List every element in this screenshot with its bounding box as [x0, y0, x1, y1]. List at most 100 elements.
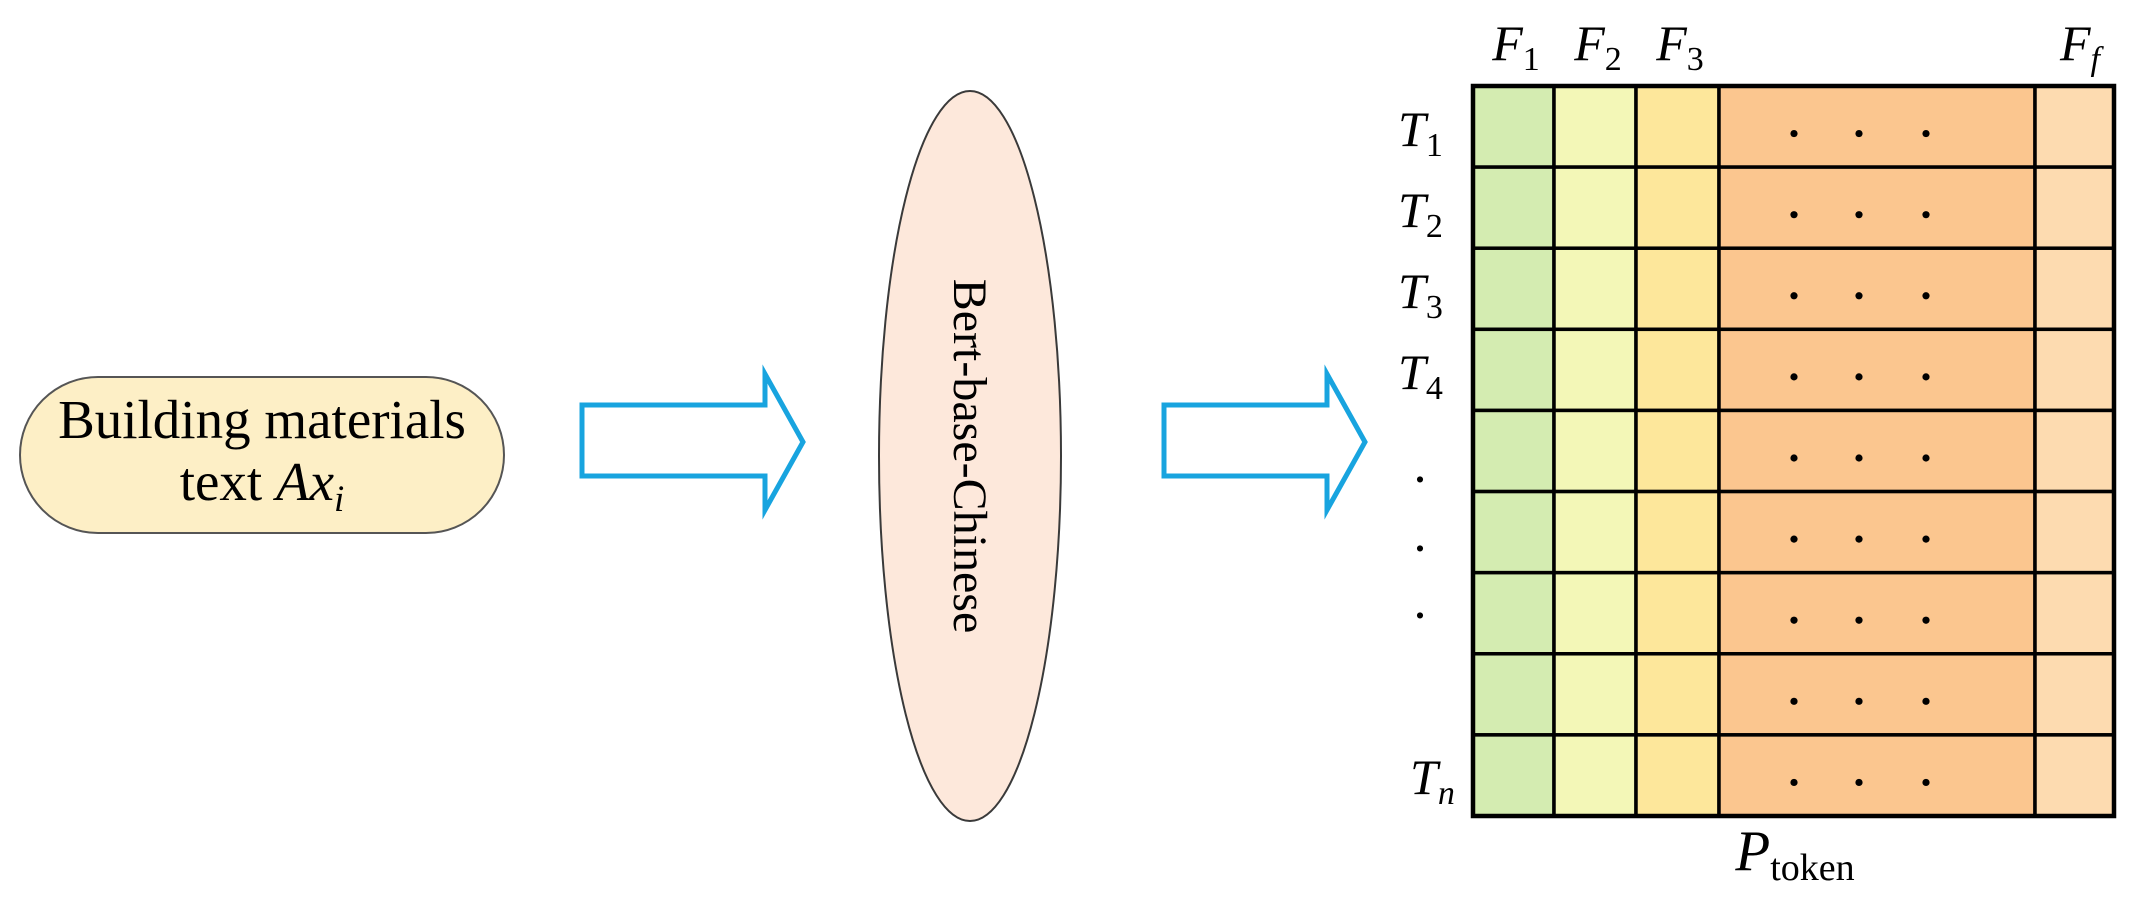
matrix-cell	[1471, 84, 1556, 169]
cell-ellipsis-dot	[1790, 292, 1798, 300]
row-label-symbol: T	[1410, 749, 1441, 805]
cell-ellipsis-dot	[1922, 616, 1930, 624]
row-label-tn: Tn	[1410, 749, 1455, 812]
matrix-cell	[2033, 84, 2116, 169]
matrix-cell	[1717, 489, 2037, 575]
cell-ellipsis-dot	[1790, 616, 1798, 624]
matrix-cell	[1634, 165, 1721, 250]
row-ellipsis-dot: .	[1414, 437, 1427, 494]
matrix-cell	[1552, 84, 1638, 169]
matrix-cell	[1552, 408, 1638, 494]
column-header-f3: F3	[1655, 15, 1704, 78]
matrix-cell	[1552, 652, 1638, 737]
matrix-cell	[1552, 327, 1638, 413]
row-label-symbol: T	[1398, 263, 1429, 319]
encoder-ellipse	[878, 90, 1062, 822]
output-subscript: token	[1770, 847, 1854, 889]
column-header-symbol: F	[2059, 15, 2091, 71]
row-label-symbol: T	[1398, 101, 1429, 157]
cell-ellipsis-dot	[1855, 454, 1863, 462]
row-label-subscript: 3	[1426, 289, 1443, 326]
cell-ellipsis-dot	[1855, 211, 1863, 219]
matrix-cell	[2033, 733, 2116, 818]
row-label-subscript: 2	[1426, 208, 1443, 245]
column-headers: F1 F2 F3 Ff	[1491, 15, 2104, 78]
matrix-border	[1470, 83, 2117, 819]
matrix-cell	[1634, 652, 1721, 737]
matrix-cell	[1471, 489, 1556, 575]
matrix-cell	[1552, 733, 1638, 818]
matrix-cell	[2033, 408, 2116, 494]
row-label-subscript: 4	[1426, 370, 1443, 407]
matrix-cell	[1552, 165, 1638, 250]
encoder-node: Bert-base-Chinese	[878, 90, 1062, 822]
column-header-subscript: 1	[1523, 41, 1540, 78]
cell-ellipsis-dot	[1922, 129, 1930, 138]
row-label-symbol: T	[1398, 344, 1429, 400]
cell-ellipsis-dot	[1855, 778, 1863, 787]
matrix-cell	[1717, 570, 2037, 656]
row-label-subscript: 1	[1426, 127, 1443, 164]
row-ellipsis-dot: .	[1414, 506, 1427, 563]
matrix-cell	[1634, 327, 1721, 413]
matrix-cell	[2033, 489, 2116, 575]
output-symbol: P	[1734, 820, 1770, 883]
matrix-cell	[2033, 246, 2116, 332]
cell-ellipsis-dot	[1790, 778, 1798, 787]
row-label-t2: T2	[1398, 182, 1443, 245]
matrix-cell	[1552, 570, 1638, 656]
cell-ellipsis-dot	[1855, 292, 1863, 300]
cell-ellipsis-dot	[1922, 697, 1930, 705]
matrix-cell	[2033, 327, 2116, 413]
row-label-t4: T4	[1398, 344, 1443, 407]
column-header-subscript: 2	[1605, 41, 1622, 78]
cell-ellipsis-dot	[1922, 535, 1930, 543]
cell-ellipsis-dot	[1790, 454, 1798, 462]
input-label-line2: text Axi	[180, 451, 345, 520]
column-header-subscript: 3	[1687, 41, 1704, 78]
matrix-cell	[1634, 84, 1721, 169]
cell-ellipsis-dot	[1922, 373, 1930, 381]
input-to-encoder-arrow-icon	[579, 364, 806, 520]
matrix-cell	[1717, 408, 2037, 494]
matrix-cell	[1634, 408, 1721, 494]
matrix-cell	[1634, 489, 1721, 575]
matrix-cell	[1471, 327, 1556, 413]
row-label-subscript: n	[1438, 775, 1455, 812]
cell-ellipsis-dot	[1855, 535, 1863, 543]
matrix-cell	[1471, 733, 1556, 818]
matrix-cell	[1471, 408, 1556, 494]
matrix-cell	[2033, 652, 2116, 737]
input-pill	[19, 376, 505, 534]
cell-ellipsis-dot	[1922, 454, 1930, 462]
matrix-cell	[1634, 733, 1721, 818]
input-node: Building materials text Axi	[19, 376, 505, 534]
cell-ellipsis-dot	[1922, 292, 1930, 300]
row-label-t3: T3	[1398, 263, 1443, 326]
row-ellipsis-dot: .	[1414, 573, 1427, 630]
encoder-label: Bert-base-Chinese	[943, 279, 996, 634]
matrix-cell	[1552, 489, 1638, 575]
input-label-line1: Building materials	[58, 389, 466, 450]
matrix-cell	[1471, 652, 1556, 737]
cell-ellipsis-dot	[1790, 211, 1798, 219]
matrix-cell	[2033, 570, 2116, 656]
matrix-cell	[1471, 570, 1556, 656]
matrix-cell	[1634, 570, 1721, 656]
cell-ellipsis-dot	[1790, 129, 1798, 138]
matrix-cell	[1717, 327, 2037, 413]
matrix-cell	[2033, 165, 2116, 250]
cell-ellipsis-dot	[1922, 211, 1930, 219]
encoder-to-matrix-arrow-icon	[1161, 364, 1368, 520]
matrix-cell	[1717, 733, 2037, 818]
matrix-cell	[1634, 246, 1721, 332]
input-symbol: Ax	[272, 451, 335, 512]
row-label-t1: T1	[1398, 101, 1443, 164]
embedding-matrix	[1471, 84, 2116, 818]
cell-ellipsis-dot	[1855, 616, 1863, 624]
column-header-f1: F1	[1491, 15, 1540, 78]
cell-ellipsis-dot	[1855, 129, 1863, 138]
cell-ellipsis-dot	[1855, 373, 1863, 381]
column-header-f2: F2	[1573, 15, 1622, 78]
